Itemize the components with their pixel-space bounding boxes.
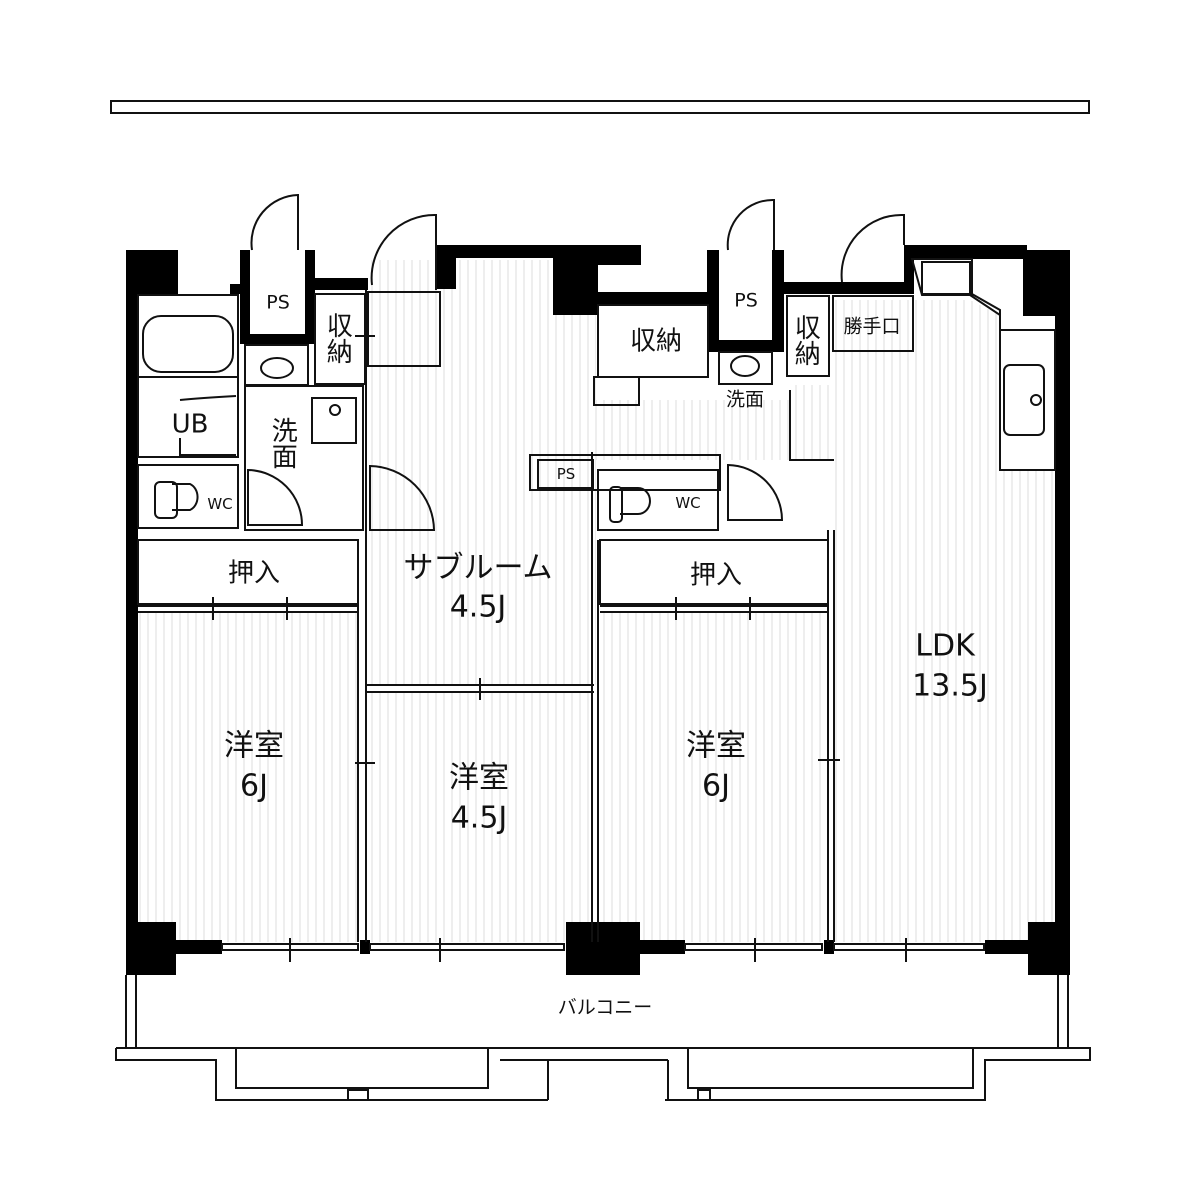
- service-door-label: 勝手口: [843, 315, 901, 338]
- western-right-name: 洋室: [686, 728, 746, 764]
- walls: [126, 245, 1070, 975]
- subroom-size: 4.5J: [449, 589, 507, 625]
- ldk-size: 13.5J: [912, 668, 988, 704]
- western-center-name: 洋室: [449, 760, 509, 796]
- closet-right-label: 押入: [689, 560, 743, 591]
- ps-small-label: PS: [556, 464, 576, 483]
- interior-lines: [115, 193, 1091, 1101]
- subroom-name: サブルーム: [403, 550, 553, 586]
- ldk-name: LDK: [915, 628, 975, 664]
- storage-right-label: 収納: [790, 314, 821, 366]
- storage-center-label: 収納: [629, 326, 683, 357]
- floor-areas: [138, 260, 1055, 942]
- storage-left-label: 収納: [322, 312, 353, 364]
- corridor-bar: [110, 100, 1090, 114]
- wc-right-label: WC: [675, 493, 701, 512]
- ps-right-label: PS: [734, 289, 758, 312]
- western-right-size: 6J: [702, 768, 730, 804]
- western-left-size: 6J: [240, 768, 268, 804]
- western-center-size: 4.5J: [450, 800, 508, 836]
- ps-left-label: PS: [266, 291, 290, 314]
- balcony-label: バルコニー: [557, 996, 653, 1019]
- washroom-left-label: 洗面: [267, 417, 298, 469]
- western-left-name: 洋室: [224, 728, 284, 764]
- washroom-right-label: 洗面: [725, 388, 765, 411]
- closet-left-label: 押入: [227, 558, 281, 589]
- wc-left-label: WC: [207, 494, 233, 513]
- unit-bath-label: UB: [171, 409, 209, 440]
